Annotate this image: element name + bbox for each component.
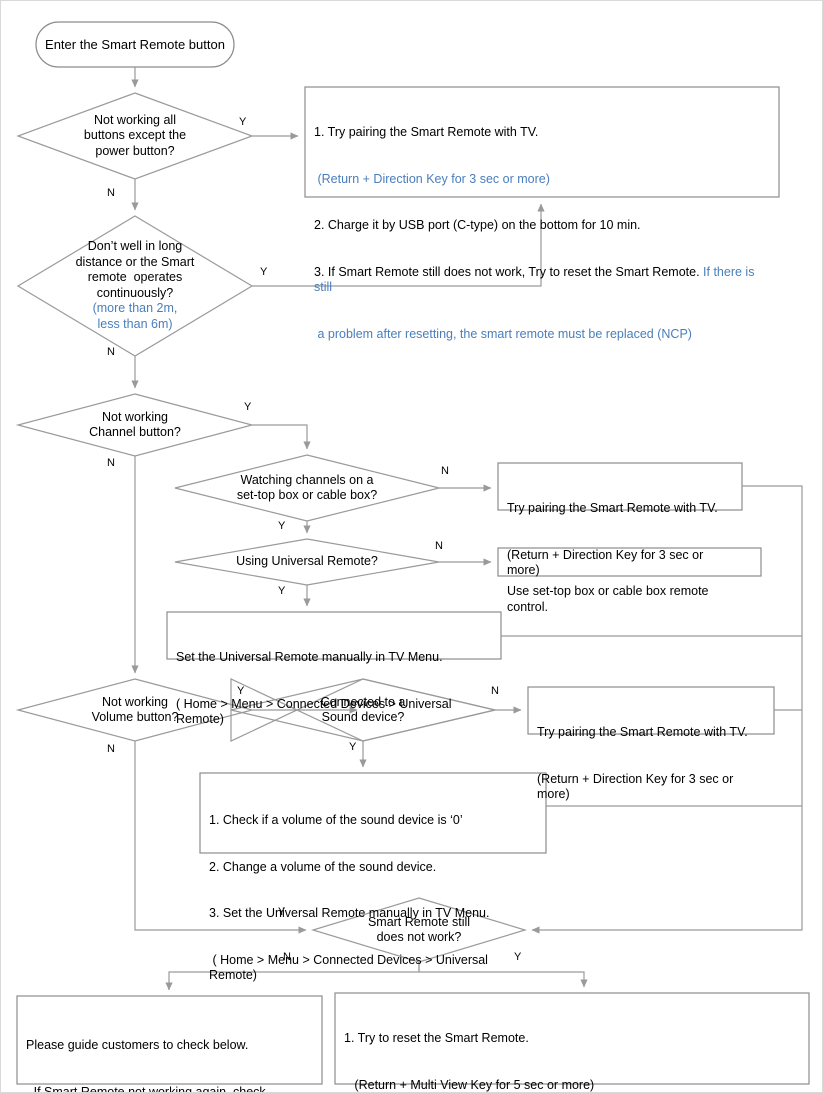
d4-line-2: set-top box or cable box? [236,488,378,502]
b1-line-4: 3. If Smart Remote still does not work, … [314,265,770,296]
d1-line-3: power button? [95,143,175,158]
edge-label-d7-yes: Y [349,741,357,753]
b6-line-1: 1. Check if a volume of the sound device… [209,813,463,827]
d3-line-1: Not working [102,409,168,424]
shape-box-reset-steps [334,992,810,1085]
b6-line-2: 2. Change a volume of the sound device. [209,859,437,874]
d2-line-3: remote operates [87,270,183,284]
b4-line-2: ( Home > Menu > Connected Devices > Univ… [176,696,455,727]
b3-line-1: Use set-top box or cable box remote cont… [507,584,712,614]
node-decision-long-distance: Don’t well in long distance or the Smart… [25,223,245,348]
shape-box-pairing-charge-reset [304,86,780,198]
b6-line-4: ( Home > Menu > Connected Devices > Univ… [209,952,492,983]
b1-line-5: a problem after resetting, the smart rem… [314,326,692,341]
node-decision-sound-device: Connected to a Sound device? [273,679,453,741]
b5-line-1: Try pairing the Smart Remote with TV. [537,725,748,739]
edge-label-d1-yes: Y [239,116,247,128]
node-box-set-universal-remote: Set the Universal Remote manually in TV … [167,612,501,726]
b1-line-3: 2. Charge it by USB port (C-type) on the… [314,218,641,232]
b7-line-2: - If Smart Remote not working again, che… [26,1084,266,1093]
b8-line-2: (Return + Multi View Key for 5 sec or mo… [344,1077,595,1092]
d8-line-2: does not work? [376,930,462,944]
b1-line-4-main: 3. If Smart Remote still does not work, … [314,264,704,279]
d3-line-2: Channel button? [89,425,181,439]
b1-line-4-tail: If there is still [314,264,758,295]
d5-line-1: Using Universal Remote? [236,554,378,569]
edge-d2-yes-to-b1 [252,203,545,287]
d2-line-1: Don’t well in long [87,239,183,253]
node-box-pair-remote-volume: Try pairing the Smart Remote with TV. (R… [528,687,774,801]
d8-line-1: Smart Remote still [367,914,471,929]
d7-line-1: Connected to a [320,694,406,709]
node-box-reset-steps: 1. Try to reset the Smart Remote. (Retur… [335,993,809,1092]
edge-label-d8-yes-in: Y [278,906,286,918]
d2-line-5: (more than 2m, [92,301,178,315]
b8-line-1: 1. Try to reset the Smart Remote. [344,1031,529,1045]
node-box-pair-remote-channel: Try pairing the Smart Remote with TV. (R… [498,463,742,577]
node-decision-channel-button: Not working Channel button? [45,394,225,456]
node-start-label: Enter the Smart Remote button [45,36,225,52]
shape-box-use-settop-remote [497,547,762,577]
edge-label-d8-no: N [283,951,291,963]
shape-box-guide-customers [16,995,323,1085]
edge-label-d2-yes: Y [260,266,268,278]
node-box-guide-customers: Please guide customers to check below. -… [17,996,322,1092]
node-box-use-settop-remote: Use set-top box or cable box remote cont… [498,548,761,614]
edge-label-d4-no: N [441,465,449,477]
b2-line-1: Try pairing the Smart Remote with TV. [507,501,718,515]
d4-line-1: Watching channels on a [240,472,374,487]
d1-line-1: Not working all [94,112,176,127]
edge-label-d2-no: N [107,346,115,358]
edge-label-d6-yes: Y [237,685,245,697]
edge-label-d7-no: N [491,685,499,697]
edge-d6-no-to-d8 [134,741,307,934]
b4-line-1: Set the Universal Remote manually in TV … [176,650,443,664]
b7-line-1: Please guide customers to check below. [26,1038,249,1052]
d2-line-6: less than 6m) [97,316,173,331]
node-decision-power-button: Not working all buttons except the power… [35,93,235,179]
edge-label-d4-yes: Y [278,520,286,532]
node-decision-set-top-box: Watching channels on a set-top box or ca… [201,457,413,519]
b5-line-2: (Return + Direction Key for 3 sec or mor… [537,771,737,802]
d7-line-2: Sound device? [321,710,405,724]
node-start: Enter the Smart Remote button [36,22,234,67]
d2-line-2: distance or the Smart [75,254,195,269]
d6-line-1: Not working [102,694,168,709]
edge-label-d6-no: N [107,743,115,755]
edge-right-spine-lower [531,806,803,934]
edge-b2-to-right-spine [742,485,803,590]
d6-line-2: Volume button? [91,710,179,724]
b1-line-1: 1. Try pairing the Smart Remote with TV. [314,125,539,139]
edge-label-d8-yes: Y [514,951,522,963]
node-box-pairing-charge-reset: 1. Try pairing the Smart Remote with TV.… [305,87,779,341]
d2-line-4: continuously? [96,285,174,300]
b1-line-2: (Return + Direction Key for 3 sec or mor… [314,171,550,186]
edge-d3-yes-to-d4 [252,424,311,450]
node-box-volume-steps: 1. Check if a volume of the sound device… [200,773,546,982]
d1-line-2: buttons except the [83,128,187,143]
node-decision-universal-remote: Using Universal Remote? [211,539,403,585]
node-decision-volume-button: Not working Volume button? [45,679,225,741]
edge-label-d1-no: N [107,187,115,199]
edge-label-d5-no: N [435,540,443,552]
edge-label-d3-yes: Y [244,401,252,413]
edge-d8-yes-to-b8 [418,962,588,988]
edge-label-d5-yes: Y [278,585,286,597]
b6-line-3: 3. Set the Universal Remote manually in … [209,906,490,920]
b2-line-2: (Return + Direction Key for 3 sec or mor… [507,547,707,578]
node-decision-still-not-work: Smart Remote still does not work? [329,899,509,961]
shape-box-volume-steps [199,772,547,854]
edge-label-d3-no: N [107,457,115,469]
